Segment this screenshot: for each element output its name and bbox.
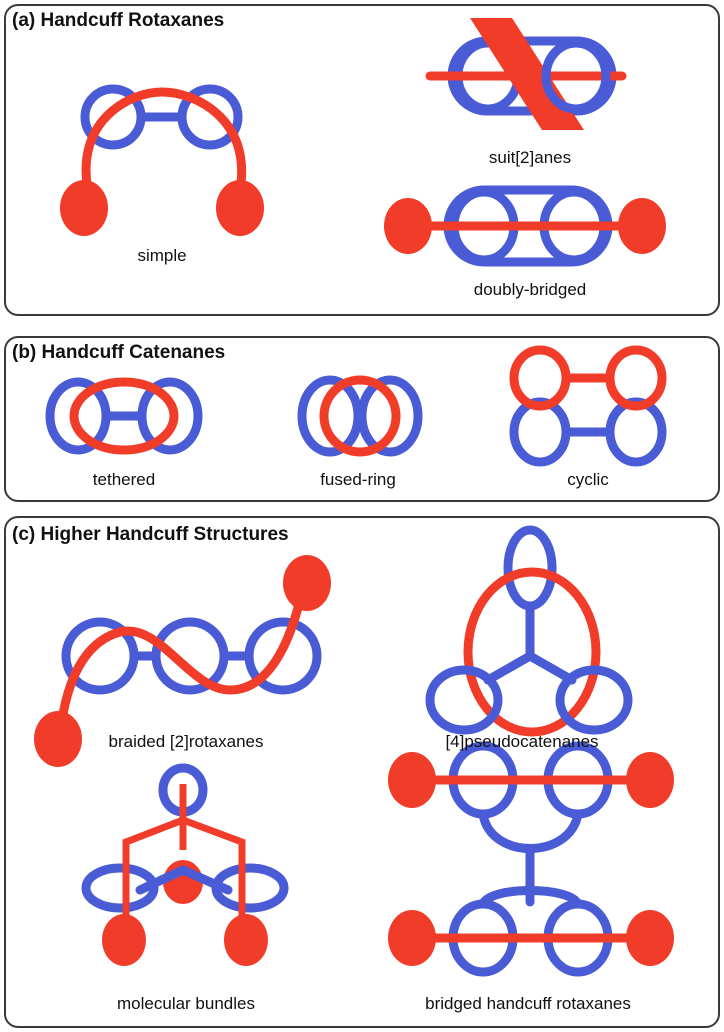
simple-stopper-left [60, 180, 108, 236]
bundle-axle-left [122, 816, 185, 920]
bridged-upper-stopper-left [388, 752, 436, 808]
simple-stopper-right [216, 180, 264, 236]
braided-ring-2 [151, 617, 229, 695]
panel-b-title: (b) Handcuff Catenanes [12, 342, 226, 363]
bundle-ring-left [81, 863, 159, 913]
bridged-lower-arc [478, 886, 583, 909]
panel-a-title: (a) Handcuff Rotaxanes [12, 10, 225, 31]
braided-stopper-right [283, 555, 331, 611]
bundle-stopper-left [102, 914, 146, 966]
braided-axle [57, 595, 305, 725]
cyclic-catenane [509, 345, 667, 467]
bundle-axle-right [181, 816, 246, 920]
pseudo-ring-left [425, 665, 503, 735]
suitane-ring-right-front [541, 38, 611, 114]
tethered-loop [69, 377, 179, 455]
braided-stopper-left [34, 711, 82, 767]
pseudo-red-loop [463, 567, 601, 737]
braided-rotaxane [34, 555, 331, 767]
label-braided: braided [2]rotaxanes [108, 732, 264, 751]
label-doubly-bridged: doubly-bridged [473, 280, 587, 299]
pseudo-arm-left [483, 651, 535, 685]
bridged-upper-arc [478, 809, 583, 853]
cyclic-blue-left [509, 397, 571, 467]
bundle-ring-right [211, 863, 289, 913]
label-molecular-bundles: molecular bundles [117, 994, 255, 1013]
doubly-stopper-left [384, 198, 432, 254]
label-tethered: tethered [92, 470, 156, 489]
label-cyclic: cyclic [567, 470, 609, 489]
simple-rotaxane [60, 84, 264, 236]
molecular-bundle [81, 763, 289, 966]
pseudo-arm-right [525, 651, 577, 685]
suitane [425, 18, 627, 130]
doubly-bridged-rotaxane [384, 185, 666, 267]
panel-c-title: (c) Higher Handcuff Structures [12, 524, 289, 545]
bridged-lower-stopper-left [388, 910, 436, 966]
pseudo-ring-right [555, 665, 633, 735]
simple-axle [81, 87, 247, 195]
label-suitanes: suit[2]anes [488, 148, 572, 167]
pseudocatenane [425, 525, 633, 737]
fused-loop [319, 375, 401, 457]
fused-ring-catenane [297, 375, 423, 457]
cyclic-blue-right [605, 397, 667, 467]
bundle-stopper-right [224, 914, 268, 966]
label-simple: simple [137, 246, 187, 265]
label-pseudocatenanes: [4]pseudocatenanes [445, 732, 599, 751]
bridged-upper-stopper-right [626, 752, 674, 808]
label-bridged-handcuff: bridged handcuff rotaxanes [425, 994, 631, 1013]
tethered-catenane [45, 377, 203, 455]
label-fused-ring: fused-ring [320, 470, 396, 489]
fused-ring-right [357, 375, 423, 457]
bridged-lower-stopper-right [626, 910, 674, 966]
doubly-stopper-right [618, 198, 666, 254]
bridged-handcuff-rotaxane [388, 741, 674, 977]
bundle-arm-left [135, 865, 188, 895]
